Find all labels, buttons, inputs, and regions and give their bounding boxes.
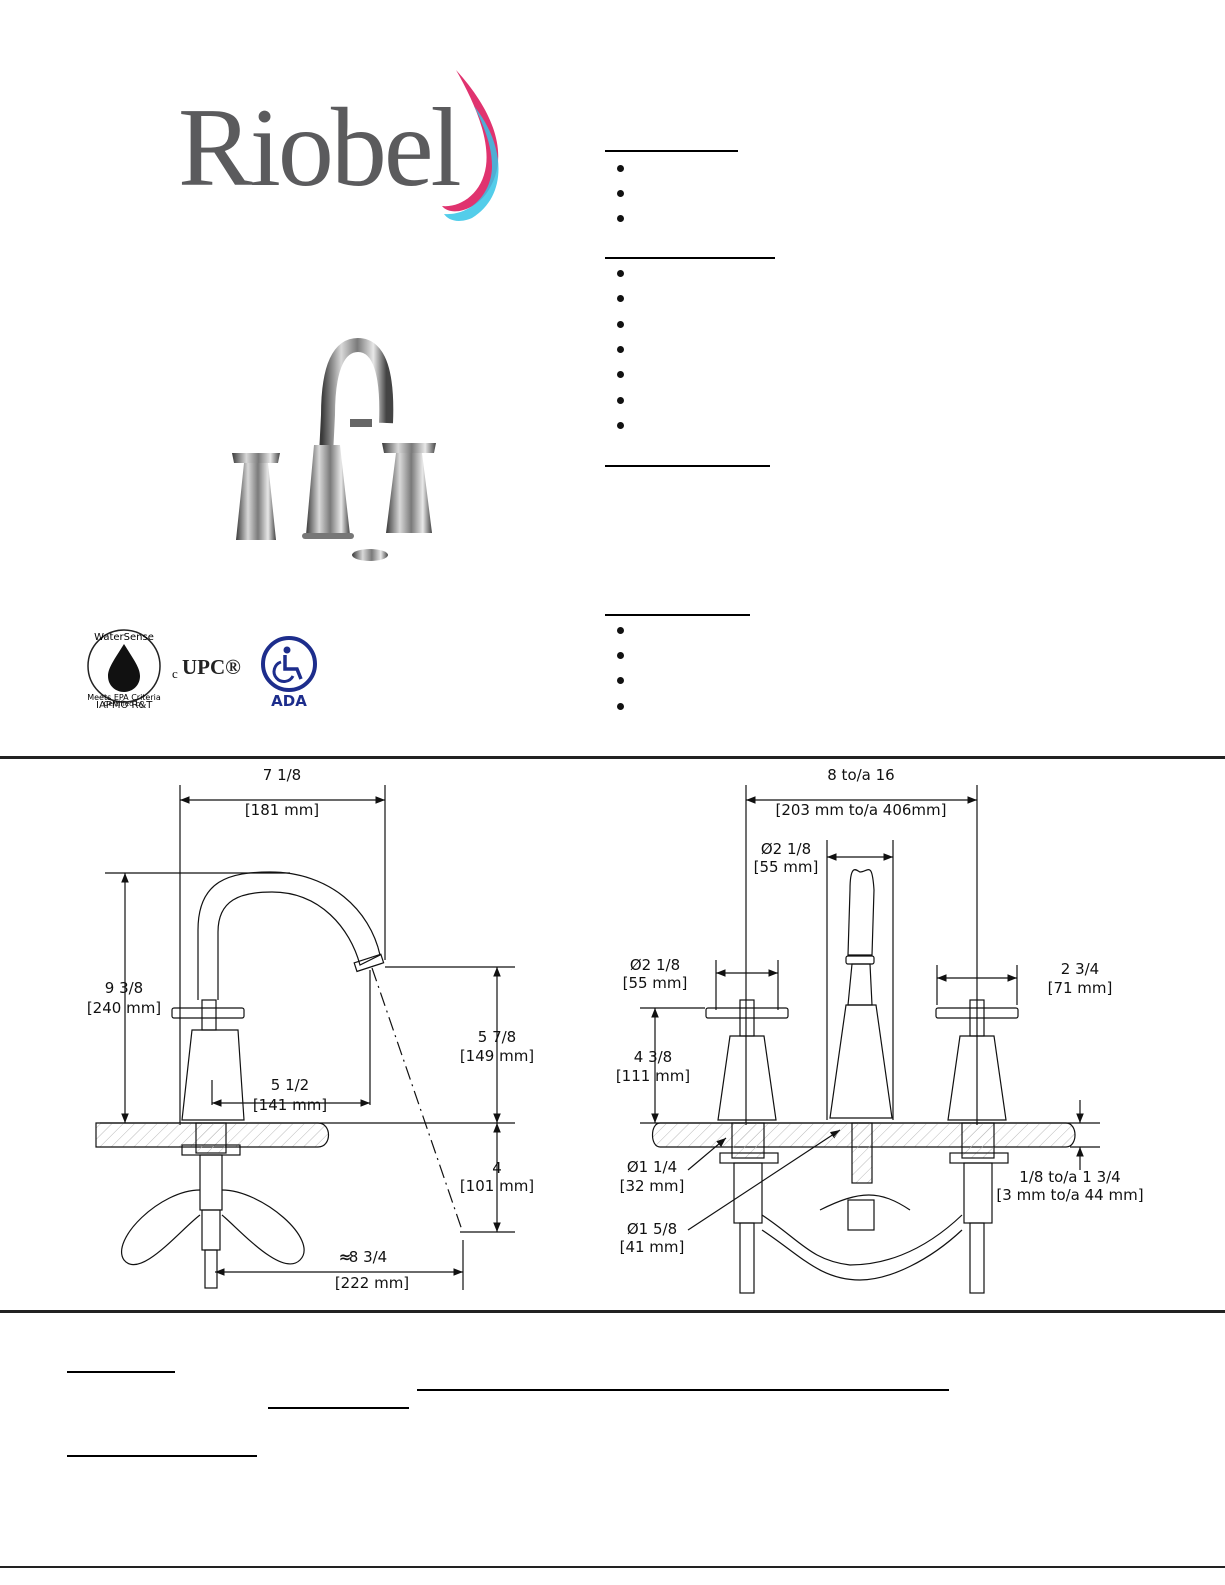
bullet — [617, 652, 624, 659]
bullet — [617, 270, 624, 277]
dim-center-spread-mm: [203 mm to/a 406mm] — [775, 801, 946, 819]
bullet — [617, 627, 624, 634]
cupc-prefix: c — [172, 666, 178, 681]
dim-total-height: 9 3/8 — [105, 979, 143, 997]
dim-handle-width: 2 3/4 — [1061, 960, 1099, 978]
dim-deck-thickness-mm: [3 mm to/a 44 mm] — [996, 1186, 1143, 1204]
approx-symbol: ≈ — [339, 1248, 352, 1266]
dim-deck-thickness: 1/8 to/a 1 3/4 — [1019, 1168, 1120, 1186]
bullet — [617, 165, 624, 172]
bottom-separator — [0, 1310, 1225, 1313]
front-view-drawing — [640, 785, 1100, 1294]
top-separator — [0, 756, 1225, 759]
dim-stream-reach-mm: [222 mm] — [335, 1274, 409, 1292]
dim-handle-height-mm: [111 mm] — [616, 1067, 690, 1085]
dim-spout-height: 5 7/8 — [478, 1028, 516, 1046]
section-rule-2 — [605, 257, 775, 259]
bullet — [617, 397, 624, 404]
dim-center-spread: 8 to/a 16 — [827, 766, 894, 784]
dim-spout-reach-mm: [141 mm] — [253, 1096, 327, 1114]
dim-handle-width-mm: [71 mm] — [1048, 979, 1113, 997]
bullet — [617, 215, 624, 222]
dim-nut-diameter: Ø1 5/8 — [627, 1220, 677, 1238]
bullet — [617, 703, 624, 710]
link-underline-2[interactable] — [268, 1407, 409, 1409]
watersense-badge-icon: WaterSense Meets EPA Criteria Certified … — [87, 629, 161, 708]
ada-badge-icon: ADA — [261, 636, 317, 710]
water-drop-logo-icon — [442, 70, 499, 221]
dim-stream-reach: 8 3/4 — [349, 1248, 387, 1266]
dim-below-deck: 4 — [492, 1159, 502, 1177]
bullet — [617, 371, 624, 378]
bullet — [617, 190, 624, 197]
bullet — [617, 295, 624, 302]
watersense-top-text: WaterSense — [94, 632, 154, 643]
link-underline-1[interactable] — [417, 1389, 949, 1391]
brand-logo-text: Riobel — [178, 86, 462, 210]
dim-handle-diameter-mm: [55 mm] — [623, 974, 688, 992]
section-rule-5 — [67, 1371, 175, 1373]
footer-separator — [0, 1566, 1225, 1568]
side-view-drawing — [95, 785, 515, 1290]
bullet — [617, 321, 624, 328]
dim-shank-diameter: Ø1 1/4 — [627, 1158, 677, 1176]
dim-below-deck-mm: [101 mm] — [460, 1177, 534, 1195]
dim-spread-width: 7 1/8 — [263, 766, 301, 784]
technical-drawing: 7 1/8 [181 mm] 9 3/8 [240 mm] 5 7/8 [149… — [87, 766, 1144, 1294]
dim-shank-diameter-mm: [32 mm] — [620, 1177, 685, 1195]
ada-text: ADA — [271, 692, 307, 710]
dim-spout-reach: 5 1/2 — [271, 1076, 309, 1094]
section-rule-1 — [605, 150, 738, 152]
section-rule-4 — [605, 614, 750, 616]
product-photo-faucet — [232, 337, 436, 561]
watersense-org-text: IAPMO R&T — [96, 700, 153, 711]
watersense-ring-text: Meets EPA Criteria — [87, 693, 161, 702]
watersense-cert-text: Certified by — [104, 700, 145, 708]
section-rule-6 — [67, 1455, 257, 1457]
dim-total-height-mm: [240 mm] — [87, 999, 161, 1017]
bullet — [617, 677, 624, 684]
dim-handle-diameter: Ø2 1/8 — [630, 956, 680, 974]
section-rule-3 — [605, 465, 770, 467]
dim-handle-height: 4 3/8 — [634, 1048, 672, 1066]
bullet — [617, 346, 624, 353]
dim-spout-diameter-mm: [55 mm] — [754, 858, 819, 876]
bullet — [617, 422, 624, 429]
dim-spout-height-mm: [149 mm] — [460, 1047, 534, 1065]
cupc-mark: UPC® — [182, 655, 241, 679]
dim-nut-diameter-mm: [41 mm] — [620, 1238, 685, 1256]
dim-spread-width-mm: [181 mm] — [245, 801, 319, 819]
dim-spout-diameter: Ø2 1/8 — [761, 840, 811, 858]
